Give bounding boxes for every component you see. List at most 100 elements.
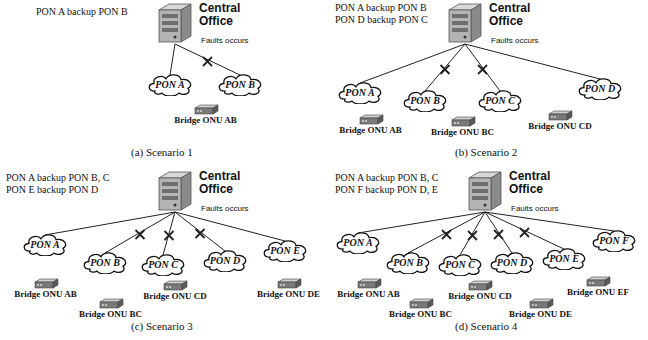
server-icon bbox=[445, 2, 485, 44]
central-office: Central Office bbox=[465, 170, 505, 212]
office-label: Central Office bbox=[509, 170, 567, 197]
fault-cross bbox=[442, 230, 451, 239]
pon-cloud: PON F bbox=[589, 228, 639, 252]
fault-cross bbox=[478, 65, 487, 74]
subfigure-caption: (b) Scenario 2 bbox=[454, 146, 518, 158]
fault-cross bbox=[468, 231, 477, 240]
subfigure-caption: (d) Scenario 4 bbox=[454, 320, 518, 332]
fiber-link bbox=[465, 44, 600, 79]
fault-cross bbox=[494, 230, 503, 239]
onu-icon bbox=[162, 280, 188, 291]
pon-name: PON B bbox=[225, 79, 255, 90]
bridge-onu: Bridge ONU AB bbox=[13, 278, 78, 299]
pon-name: PON E bbox=[549, 253, 579, 264]
onu-icon bbox=[193, 104, 219, 115]
pon-name: PON C bbox=[445, 259, 475, 270]
pon-cloud: PON D bbox=[487, 250, 537, 274]
pon-name: PON C bbox=[485, 95, 515, 106]
pon-cloud: PON A bbox=[20, 232, 70, 256]
onu-icon bbox=[585, 276, 611, 287]
pon-name: PON F bbox=[599, 235, 629, 246]
pon-name: PON A bbox=[30, 239, 59, 250]
pon-name: PON C bbox=[148, 259, 178, 270]
fiber-link bbox=[170, 44, 175, 75]
onu-icon bbox=[33, 278, 59, 289]
fault-cross bbox=[442, 230, 451, 239]
fault-cross bbox=[136, 230, 145, 239]
fault-cross bbox=[494, 230, 503, 239]
bridge-onu: Bridge ONU EF bbox=[566, 276, 630, 297]
fault-cross bbox=[478, 65, 487, 74]
fiber-link bbox=[175, 212, 285, 241]
fault-note: Faults occurs bbox=[200, 204, 250, 213]
backup-note: PON F backup PON D, E bbox=[334, 184, 439, 195]
onu-label: Bridge ONU AB bbox=[173, 115, 238, 125]
onu-label: Bridge ONU BC bbox=[78, 309, 143, 319]
pon-cloud: PON A bbox=[333, 230, 383, 254]
onu-icon bbox=[528, 298, 554, 309]
onu-icon bbox=[450, 116, 476, 127]
pon-name: PON B bbox=[393, 257, 423, 268]
onu-label: Bridge ONU BC bbox=[430, 127, 495, 137]
pon-name: PON D bbox=[497, 257, 527, 268]
bridge-onu: Bridge ONU AB bbox=[338, 114, 403, 135]
central-office: Central Office bbox=[445, 2, 485, 44]
onu-label: Bridge ONU BC bbox=[388, 309, 453, 319]
server-icon bbox=[155, 2, 195, 44]
onu-label: Bridge ONU AB bbox=[336, 289, 401, 299]
onu-icon bbox=[276, 278, 302, 289]
pon-cloud: PON E bbox=[260, 238, 310, 262]
pon-cloud: PON A bbox=[335, 80, 385, 104]
onu-label: Bridge ONU AB bbox=[338, 125, 403, 135]
fault-cross bbox=[468, 231, 477, 240]
pon-cloud: PON B bbox=[215, 72, 265, 96]
pon-name: PON E bbox=[270, 245, 300, 256]
backup-note: PON A backup PON B, C bbox=[334, 172, 439, 183]
fault-note: Faults occurs bbox=[510, 204, 560, 213]
fiber-link bbox=[425, 44, 465, 91]
onu-icon bbox=[358, 114, 384, 125]
onu-label: Bridge ONU CD bbox=[447, 291, 513, 301]
subfigure-caption: (a) Scenario 1 bbox=[130, 146, 194, 158]
fault-note: Faults occurs bbox=[490, 36, 540, 45]
fiber-link bbox=[485, 212, 614, 231]
bridge-onu: Bridge ONU CD bbox=[142, 280, 208, 301]
pon-name: PON B bbox=[90, 257, 120, 268]
fiber-link bbox=[105, 212, 175, 253]
onu-icon bbox=[408, 298, 434, 309]
bridge-onu: Bridge ONU BC bbox=[388, 298, 453, 319]
fiber-link bbox=[175, 212, 225, 251]
fault-cross bbox=[196, 229, 205, 238]
pon-cloud: PON C bbox=[435, 252, 485, 276]
fault-cross bbox=[520, 228, 529, 237]
onu-icon bbox=[467, 280, 493, 291]
pon-cloud: PON B bbox=[383, 250, 433, 274]
fault-note: Faults occurs bbox=[200, 36, 250, 45]
server-icon bbox=[465, 170, 505, 212]
pon-name: PON A bbox=[155, 79, 184, 90]
onu-label: Bridge ONU DE bbox=[256, 289, 321, 299]
pon-name: PON D bbox=[210, 255, 240, 266]
bridge-onu: Bridge ONU DE bbox=[256, 278, 321, 299]
bridge-onu: Bridge ONU BC bbox=[78, 298, 143, 319]
central-office: Central Office bbox=[155, 2, 195, 44]
pon-name: PON D bbox=[585, 83, 615, 94]
bridge-onu: Bridge ONU CD bbox=[447, 280, 513, 301]
fault-cross bbox=[136, 230, 145, 239]
bridge-onu: Bridge ONU DE bbox=[508, 298, 573, 319]
fault-cross bbox=[441, 65, 450, 74]
backup-note: PON E backup PON D bbox=[5, 184, 99, 195]
fault-cross bbox=[165, 231, 174, 240]
pon-cloud: PON D bbox=[575, 76, 625, 100]
backup-note: PON D backup PON C bbox=[334, 14, 429, 25]
fault-cross bbox=[165, 231, 174, 240]
onu-label: Bridge ONU DE bbox=[508, 309, 573, 319]
onu-label: Bridge ONU AB bbox=[13, 289, 78, 299]
fiber-link bbox=[163, 212, 175, 255]
fiber-link bbox=[360, 44, 465, 83]
bridge-onu: Bridge ONU AB bbox=[336, 278, 401, 299]
backup-note: PON A backup PON B bbox=[334, 2, 428, 13]
pon-cloud: PON E bbox=[539, 246, 589, 270]
subfigure-caption: (c) Scenario 3 bbox=[130, 320, 194, 332]
onu-label: Bridge ONU EF bbox=[566, 287, 630, 297]
